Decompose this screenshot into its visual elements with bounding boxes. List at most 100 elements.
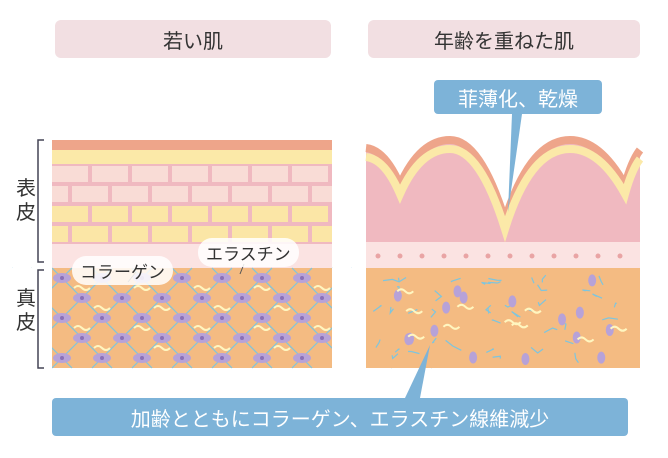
fibroblast-nucleus	[300, 316, 304, 320]
epidermal-cell	[52, 166, 88, 182]
epidermis-label: 表皮	[16, 176, 36, 224]
broken-collagen-fiber	[486, 348, 495, 353]
epidermal-cell	[152, 186, 188, 202]
fibroblast-nucleus	[180, 276, 184, 280]
epidermal-cell	[212, 166, 248, 182]
basal-cell-nucleus	[485, 253, 491, 259]
broken-collagen-fiber	[487, 307, 490, 315]
broken-collagen-fiber	[530, 347, 544, 354]
epidermal-cell	[72, 226, 108, 242]
dermis-bracket	[37, 269, 44, 369]
elastin-fragment	[407, 333, 425, 340]
epidermal-cell	[52, 206, 88, 222]
elastin-fiber	[73, 325, 91, 331]
fibroblast-nucleus	[240, 336, 244, 340]
elastin-fiber	[133, 285, 151, 291]
epidermal-cell	[272, 186, 308, 202]
fibroblast-nucleus	[300, 356, 304, 360]
epidermal-cell	[52, 226, 68, 242]
epidermal-cell	[232, 186, 268, 202]
mask	[332, 268, 366, 378]
fibroblast-nucleus	[60, 316, 64, 320]
fibroblast-nucleus	[100, 316, 104, 320]
elastin-fragment	[524, 307, 542, 314]
elastin-fiber	[313, 285, 331, 291]
elastin-label: エラスチン	[198, 238, 299, 267]
mask	[0, 268, 52, 378]
epidermal-cell	[192, 186, 228, 202]
broken-collagen-fiber	[592, 293, 603, 299]
broken-collagen-fiber	[408, 350, 420, 355]
fibroblast-nucleus	[120, 336, 124, 340]
broken-collagen-fiber	[537, 284, 548, 292]
epidermal-cell	[212, 206, 248, 222]
fibroblast-nucleus	[80, 296, 84, 300]
elastin-fiber	[153, 345, 171, 351]
basal-cell-nucleus	[551, 253, 557, 259]
fibroblast-nucleus	[140, 316, 144, 320]
fibroblast	[597, 351, 606, 364]
fibroblast	[521, 353, 530, 366]
broken-collagen-fiber	[394, 348, 400, 353]
elastin-fragment	[396, 288, 414, 295]
fibroblast-nucleus	[260, 316, 264, 320]
epidermal-cell	[312, 226, 332, 242]
epidermal-cell	[132, 206, 168, 222]
broken-collagen-fiber	[431, 337, 437, 344]
aged-skin-header: 年齢を重ねた肌	[368, 20, 640, 58]
broken-collagen-fiber	[537, 299, 547, 307]
epidermal-cell	[252, 166, 288, 182]
broken-collagen-fiber	[598, 275, 604, 286]
granular-layer	[52, 150, 332, 164]
fibroblast-nucleus	[320, 296, 324, 300]
epidermal-cell	[252, 206, 288, 222]
broken-collagen-fiber	[407, 309, 418, 314]
dermis-label: 真皮	[16, 286, 36, 334]
broken-collagen-fiber	[491, 319, 501, 324]
fibroblast	[575, 306, 584, 319]
broken-collagen-fiber	[445, 339, 462, 351]
fibroblast-nucleus	[200, 296, 204, 300]
fibroblast-nucleus	[260, 276, 264, 280]
elastin-fragment	[503, 319, 522, 326]
fibroblast-nucleus	[80, 336, 84, 340]
epidermal-cell	[112, 186, 148, 202]
broken-collagen-fiber	[582, 289, 591, 292]
fibroblast	[469, 351, 478, 364]
broken-collagen-fiber	[372, 304, 382, 312]
fibroblast	[459, 291, 468, 304]
epidermal-cell	[132, 166, 168, 182]
basal-cell-nucleus	[573, 253, 579, 259]
broken-collagen-fiber	[434, 290, 443, 302]
fibroblast	[558, 313, 567, 326]
elastin-fiber	[193, 285, 211, 291]
basal-cell-nucleus	[397, 253, 403, 259]
fibroblast	[588, 274, 597, 287]
broken-collagen-fiber	[450, 277, 461, 283]
elastin-fragment	[405, 308, 423, 315]
fibroblast	[442, 301, 451, 314]
broken-collagen-fiber	[396, 286, 400, 290]
epidermal-cell	[112, 226, 148, 242]
fibroblast	[393, 289, 402, 302]
elastin-fiber	[93, 345, 111, 351]
epidermal-cell	[312, 186, 332, 202]
epidermal-cell	[172, 166, 208, 182]
aged-epidermis	[366, 140, 640, 268]
broken-collagen-fiber	[543, 327, 558, 334]
elastin-fiber	[133, 325, 151, 331]
elastin-fiber	[273, 345, 291, 351]
broken-collagen-fiber	[531, 277, 535, 284]
elastin-fiber	[93, 305, 111, 311]
young-skin-header: 若い肌	[55, 20, 331, 58]
elastin-fragment	[609, 325, 628, 332]
broken-collagen-fiber	[574, 352, 579, 364]
broken-collagen-fiber	[389, 306, 394, 315]
fibroblast-nucleus	[280, 336, 284, 340]
basal-cell-nucleus	[617, 253, 623, 259]
fibroblast-nucleus	[160, 336, 164, 340]
elastin-fiber	[213, 305, 231, 311]
elastin-fiber	[273, 305, 291, 311]
